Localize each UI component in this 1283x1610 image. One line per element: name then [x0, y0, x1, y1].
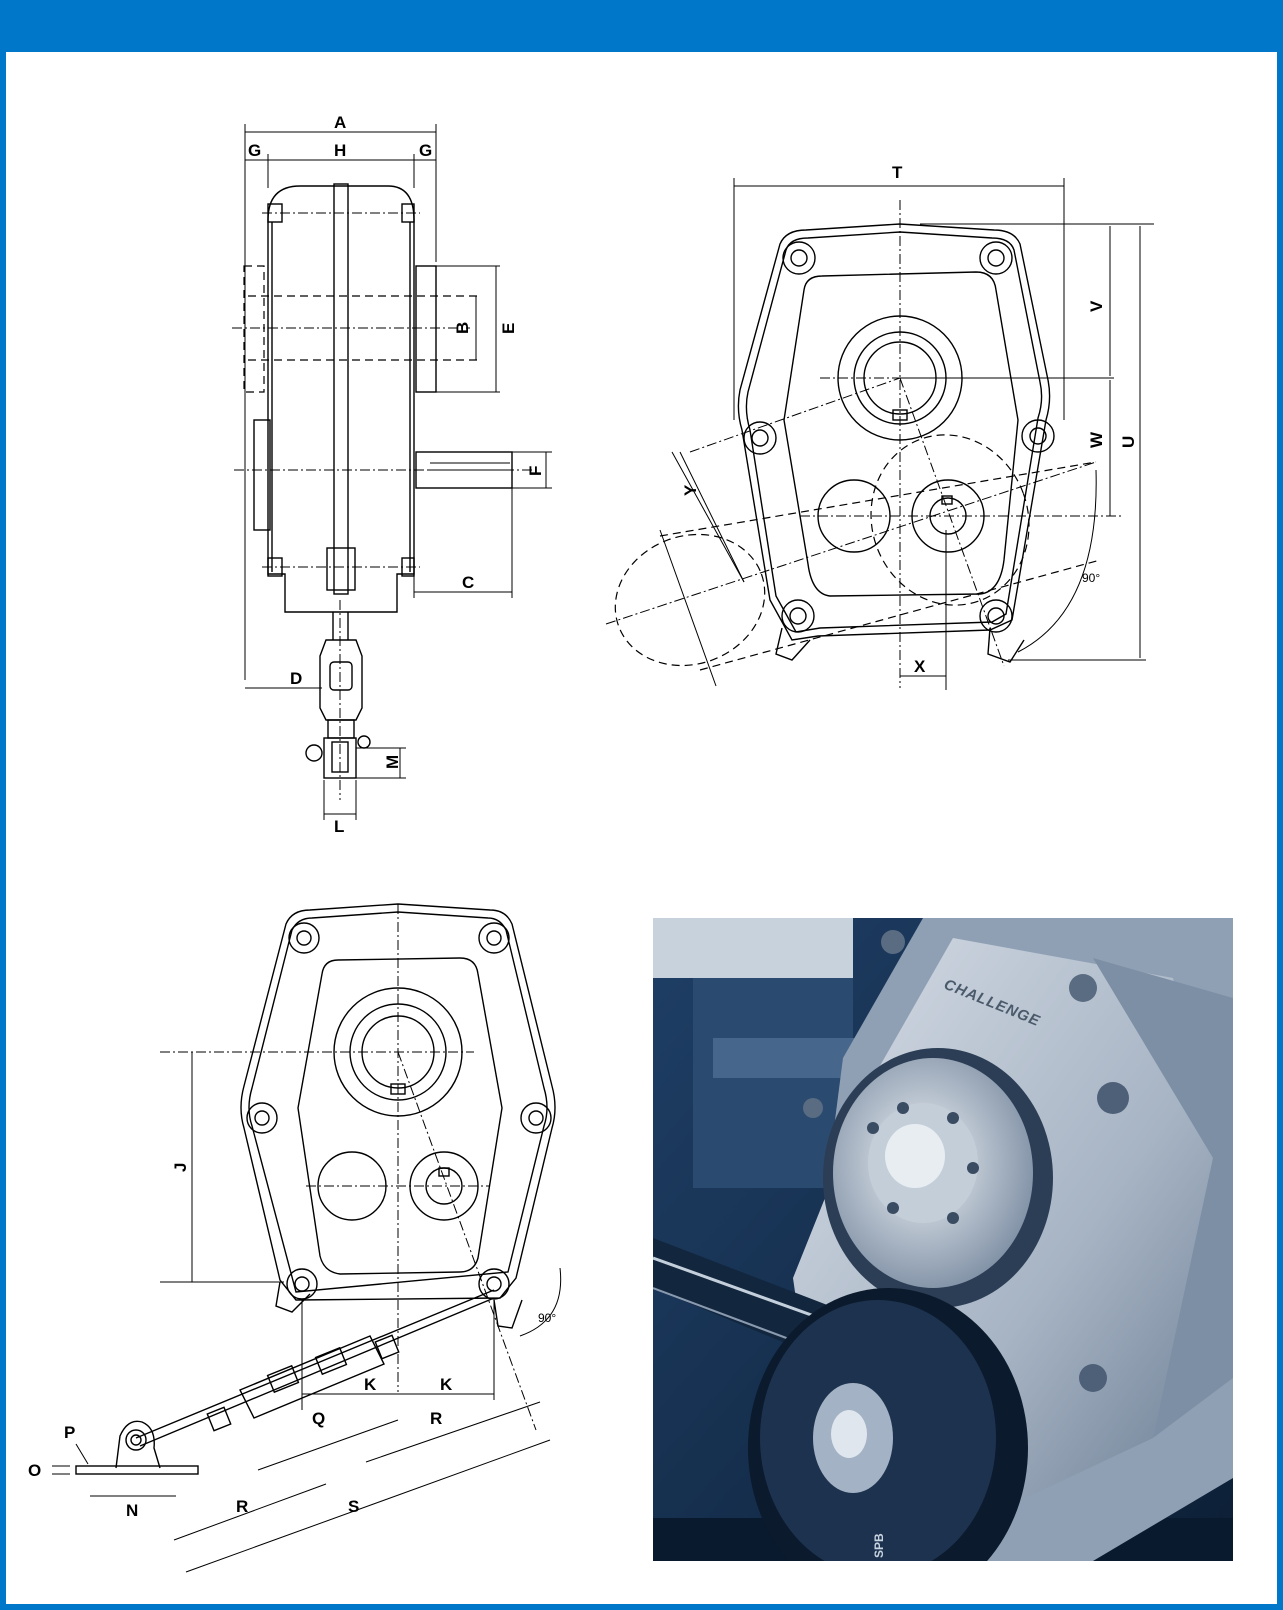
- dim-label-X: X: [914, 657, 926, 676]
- dim-label-M: M: [383, 755, 402, 769]
- dim-label-O: O: [28, 1461, 41, 1480]
- dim-label-F: F: [526, 466, 545, 476]
- output-flange: [415, 265, 437, 393]
- clevis-nut: [305, 744, 323, 762]
- turnbuckle: [319, 639, 363, 721]
- pulley-text: SPB: [872, 1533, 886, 1558]
- dim-label-K1: K: [364, 1375, 377, 1394]
- dim-label-H: H: [334, 141, 346, 160]
- clevis: [323, 737, 357, 779]
- dim-label-R2: R: [236, 1497, 248, 1516]
- angle-label-front: 90°: [1082, 571, 1100, 585]
- dim-label-R1: R: [430, 1409, 442, 1428]
- dim-label-N: N: [126, 1501, 138, 1520]
- dim-label-Y: Y: [681, 484, 700, 496]
- inner-panel: [783, 271, 1019, 597]
- bolt-boss: [782, 241, 816, 275]
- motor-outline-right: [870, 434, 1030, 606]
- dim-label-D: D: [290, 669, 302, 688]
- split-flange: [333, 183, 349, 595]
- dim-label-J: J: [171, 1163, 190, 1172]
- gearbox-housing: [267, 185, 415, 613]
- dim-label-Q: Q: [312, 1409, 325, 1428]
- product-photo: CHALLENGE SPB: [653, 918, 1233, 1561]
- housing-outline-bottom: [240, 903, 556, 1301]
- angle-label-mount: 90°: [538, 1311, 556, 1325]
- turnbuckle-body: [239, 1335, 385, 1419]
- anchor-bracket: [115, 1420, 161, 1469]
- torque-arm-pivot: [478, 1268, 510, 1300]
- dim-label-E: E: [499, 323, 518, 334]
- housing-outline: [737, 223, 1051, 641]
- dim-label-W: W: [1087, 431, 1106, 448]
- anchor-plate: [75, 1465, 199, 1475]
- dim-label-P: P: [64, 1423, 75, 1442]
- dim-label-B: B: [453, 322, 472, 334]
- dim-label-V: V: [1087, 300, 1106, 312]
- dim-label-T: T: [892, 163, 903, 182]
- dim-label-U: U: [1119, 436, 1138, 448]
- dim-label-L: L: [334, 817, 344, 836]
- dim-label-A: A: [334, 113, 346, 132]
- dim-label-G-right: G: [419, 141, 432, 160]
- dim-label-G-left: G: [248, 141, 261, 160]
- motor-outline-left: [614, 533, 766, 667]
- dim-label-C: C: [462, 573, 474, 592]
- header-bar: [0, 0, 1283, 52]
- dim-label-S: S: [348, 1497, 359, 1516]
- dim-label-K2: K: [440, 1375, 453, 1394]
